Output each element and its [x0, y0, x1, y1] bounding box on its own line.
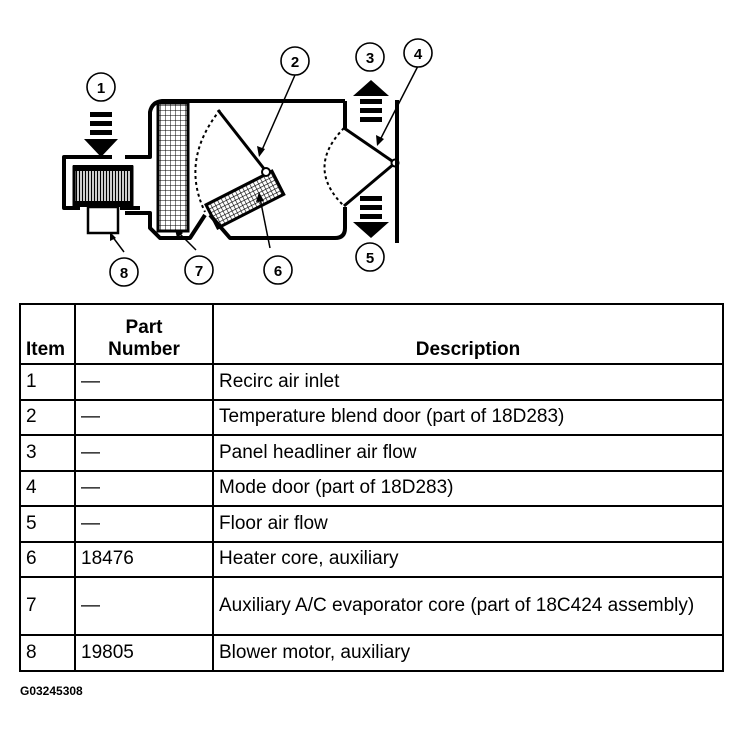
- heater-core: [204, 169, 286, 230]
- callout-2: 2: [280, 46, 310, 76]
- cell-description: Mode door (part of 18D283): [212, 469, 724, 507]
- callout-6: 6: [263, 255, 293, 285]
- cell-description: Blower motor, auxiliary: [212, 634, 724, 672]
- figure-code: G03245308: [20, 684, 83, 698]
- callout-3-label: 3: [366, 50, 374, 67]
- header-description: Description: [212, 303, 724, 365]
- callout-6-label: 6: [274, 263, 282, 280]
- callout-4-label: 4: [414, 46, 423, 63]
- callout-7: 7: [184, 255, 214, 285]
- table-row: 7 — Auxiliary A/C evaporator core (part …: [19, 576, 724, 636]
- cell-item: 4: [19, 469, 76, 507]
- callout-8-label: 8: [120, 265, 128, 282]
- callout-8: 8: [109, 257, 139, 287]
- floor-airflow-arrow: [353, 196, 389, 238]
- callout-5-label: 5: [366, 250, 374, 267]
- cell-description: Floor air flow: [212, 505, 724, 543]
- cell-part-number: 19805: [74, 634, 214, 672]
- mode-door-swing-arc: [323, 127, 345, 207]
- blower-motor: [86, 205, 120, 235]
- leader-arrowheads: [110, 135, 384, 241]
- callout-1-label: 1: [97, 80, 105, 97]
- blower-wheel: [72, 165, 134, 207]
- hvac-diagram: 1 2 3 4 5 6 7 8: [62, 38, 433, 287]
- cell-item: 2: [19, 398, 76, 436]
- callout-5: 5: [355, 242, 385, 272]
- table-header-row: Item Part Number Description: [19, 303, 724, 365]
- cell-item: 7: [19, 576, 76, 636]
- cell-description: Panel headliner air flow: [212, 434, 724, 472]
- cell-description: Recirc air inlet: [212, 363, 724, 401]
- callout-3: 3: [355, 42, 385, 72]
- header-item: Item: [19, 303, 76, 365]
- header-part-number: Part Number: [74, 303, 214, 365]
- blend-door-pivot: [261, 167, 271, 177]
- table-row: 3 — Panel headliner air flow: [19, 434, 724, 472]
- cell-part-number: —: [74, 505, 214, 543]
- table-row: 2 — Temperature blend door (part of 18D2…: [19, 398, 724, 436]
- cell-item: 1: [19, 363, 76, 401]
- temperature-blend-door: [216, 109, 267, 171]
- cell-description: Auxiliary A/C evaporator core (part of 1…: [212, 576, 724, 636]
- cell-part-number: —: [74, 434, 214, 472]
- table-row: 4 — Mode door (part of 18D283): [19, 469, 724, 507]
- table-row: 5 — Floor air flow: [19, 505, 724, 543]
- housing-outline: [62, 99, 347, 240]
- leader-lines: [111, 65, 419, 253]
- mode-door: [343, 126, 396, 208]
- blend-door-swing-arc: [194, 109, 221, 213]
- cell-item: 6: [19, 540, 76, 578]
- cell-part-number: 18476: [74, 540, 214, 578]
- table-row: 8 19805 Blower motor, auxiliary: [19, 634, 724, 672]
- callout-4: 4: [403, 38, 433, 68]
- header-part-number-line2: Number: [108, 339, 180, 361]
- callout-1: 1: [86, 72, 116, 102]
- parts-table: Item Part Number Description 1 — Recirc …: [19, 303, 724, 672]
- cell-item: 5: [19, 505, 76, 543]
- cell-item: 8: [19, 634, 76, 672]
- header-part-number-line1: Part: [125, 317, 163, 339]
- evaporator-core: [156, 101, 190, 233]
- cell-description: Temperature blend door (part of 18D283): [212, 398, 724, 436]
- cell-part-number: —: [74, 398, 214, 436]
- cell-part-number: —: [74, 363, 214, 401]
- cell-part-number: —: [74, 469, 214, 507]
- callout-2-label: 2: [291, 54, 299, 71]
- panel-headliner-airflow-arrow: [353, 80, 389, 122]
- cell-item: 3: [19, 434, 76, 472]
- cell-description: Heater core, auxiliary: [212, 540, 724, 578]
- cell-part-number: —: [74, 576, 214, 636]
- recirc-inlet-arrow: [84, 112, 118, 157]
- table-row: 1 — Recirc air inlet: [19, 363, 724, 401]
- callout-7-label: 7: [195, 263, 203, 280]
- table-row: 6 18476 Heater core, auxiliary: [19, 540, 724, 578]
